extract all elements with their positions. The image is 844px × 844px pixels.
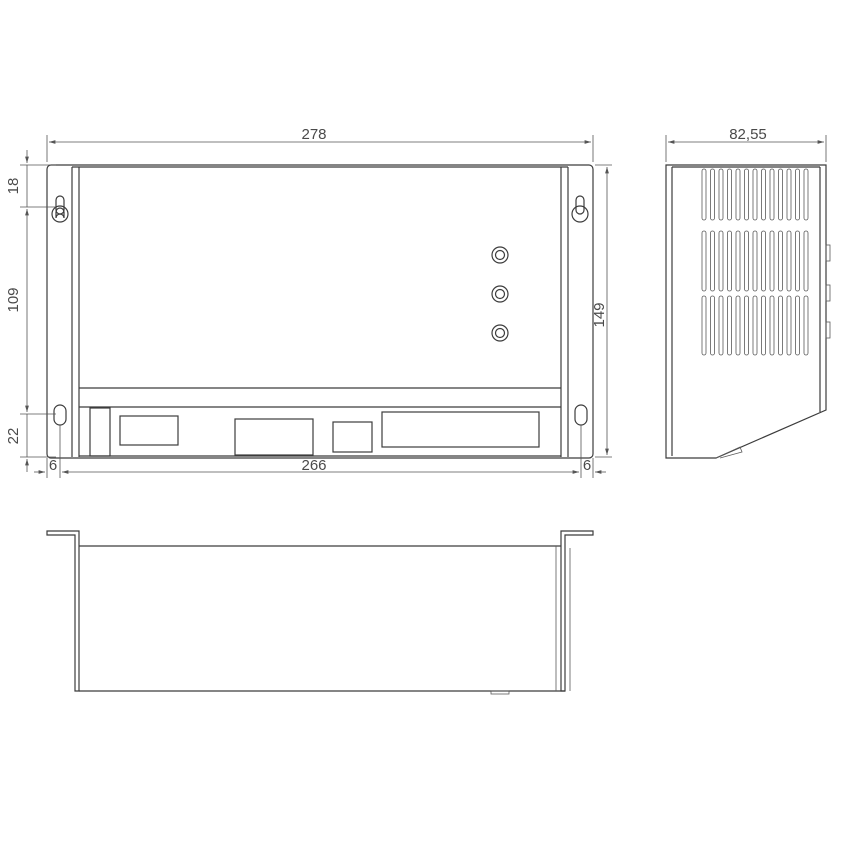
dim-right-margin: 6: [583, 457, 591, 474]
vent-slot: [710, 295, 715, 356]
vent-slot: [795, 295, 800, 356]
vent-slot: [778, 230, 783, 292]
dim-hole-span: 266: [301, 457, 326, 474]
vent-slot: [803, 168, 809, 221]
vent-slot: [710, 230, 715, 292]
vent-slot: [761, 230, 766, 292]
vent-slot: [752, 168, 758, 221]
dim-overall-height: 149: [591, 302, 608, 327]
vent-slot: [752, 230, 758, 292]
dim-top-offset: 18: [5, 178, 22, 195]
keyhole-slot-left: [51, 195, 69, 223]
vent-slot: [727, 168, 732, 221]
connector-4: [332, 421, 373, 453]
dimensions-side: 82,55: [665, 126, 827, 162]
vent-slot: [769, 230, 775, 292]
connector-2: [119, 415, 179, 446]
vent-slot: [735, 230, 741, 292]
top-view: [46, 530, 594, 695]
vent-slot: [701, 168, 707, 221]
vent-slot: [744, 230, 749, 292]
vent-slot: [769, 168, 775, 221]
vent-slot: [718, 295, 724, 356]
vent-slot: [744, 168, 749, 221]
front-view: [46, 164, 594, 459]
vent-slot: [727, 295, 732, 356]
connector-5: [381, 411, 540, 448]
front-flange-outline: [46, 164, 594, 459]
vent-slot: [752, 295, 758, 356]
vent-slot: [786, 295, 792, 356]
indicator-lights: [491, 246, 509, 342]
vent-slot: [778, 295, 783, 356]
slot-right-bottom: [574, 404, 588, 426]
connector-1: [89, 407, 111, 457]
ventilation-slots: [701, 168, 809, 356]
vent-slot: [761, 168, 766, 221]
vent-slot: [769, 295, 775, 356]
vent-slot: [761, 295, 766, 356]
dim-hole-spacing: 109: [5, 287, 22, 312]
vent-slot: [786, 168, 792, 221]
vent-slot: [718, 168, 724, 221]
vent-slot: [795, 168, 800, 221]
dimensions-front: 278 18 109 22 149 266 6 6: [5, 126, 612, 478]
side-view: [665, 164, 831, 459]
vent-slot: [803, 230, 809, 292]
dim-overall-width: 278: [301, 126, 326, 143]
vent-slot: [710, 168, 715, 221]
vent-slot: [735, 295, 741, 356]
vent-slot: [727, 230, 732, 292]
dim-bottom-offset: 22: [5, 428, 22, 445]
vent-slot: [778, 168, 783, 221]
vent-slot: [803, 295, 809, 356]
vent-slot: [795, 230, 800, 292]
vent-slot: [718, 230, 724, 292]
connector-3: [234, 418, 314, 456]
slot-left-bottom: [53, 404, 67, 426]
keyhole-slot-right: [571, 195, 589, 223]
dim-depth: 82,55: [729, 126, 767, 143]
vent-slot: [701, 230, 707, 292]
vent-slot: [701, 295, 707, 356]
vent-slot: [735, 168, 741, 221]
vent-slot: [744, 295, 749, 356]
dim-left-margin: 6: [49, 457, 57, 474]
vent-slot: [786, 230, 792, 292]
